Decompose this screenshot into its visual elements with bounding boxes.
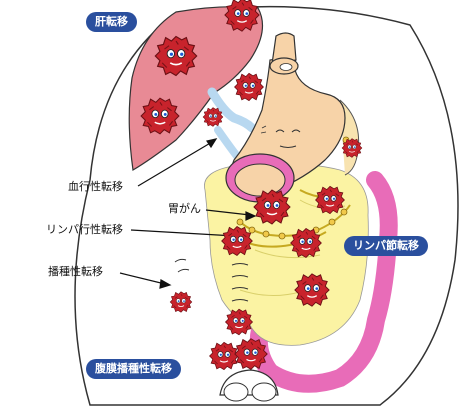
- label-liver-metastasis: 肝転移: [86, 12, 137, 32]
- label-gastric-cancer: 胃がん: [168, 202, 201, 215]
- label-hematogenous-metastasis: 血行性転移: [68, 180, 123, 193]
- lymph-vessel-upper: [207, 87, 257, 133]
- esophagus: [271, 32, 297, 65]
- label-peritoneal-dissemination: 腹膜播種性転移: [86, 359, 181, 379]
- large-intestine: [249, 171, 398, 393]
- label-lymphatic-metastasis: リンパ行性転移: [46, 223, 123, 236]
- label-lymph-node-metastasis: リンパ節転移: [344, 236, 428, 256]
- label-implantation-metastasis: 播種性転移: [48, 265, 103, 278]
